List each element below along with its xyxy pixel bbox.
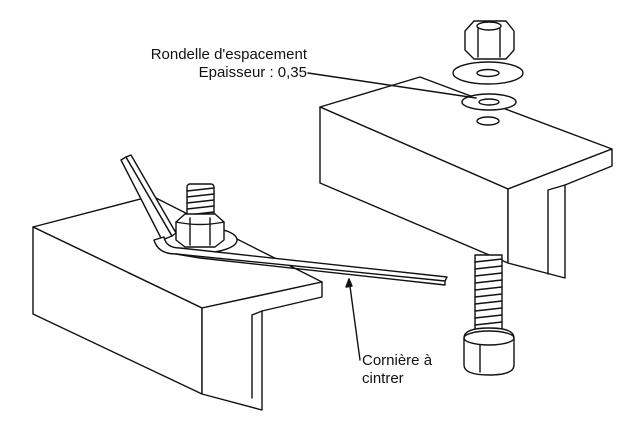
left-bolt-threads [187, 188, 214, 221]
right-nut-hole [477, 22, 501, 30]
right-screw-head [464, 328, 514, 375]
washer-leader [308, 73, 476, 98]
strip-upright-side [126, 155, 176, 236]
bending-angle-label-line2: cintrer [362, 370, 404, 387]
bent-strip [121, 155, 447, 285]
right-nut-facets [478, 29, 500, 57]
right-screw [464, 255, 514, 375]
left-nut-facets [176, 218, 224, 245]
strip-horizontal [154, 237, 447, 281]
right-washer-large-hole [477, 70, 499, 77]
angle-leader-arrow [346, 279, 352, 287]
right-screw-threads [475, 259, 502, 325]
spacer-washer-thickness-label: Epaisseur : 0,35 [198, 64, 307, 81]
block-hole [477, 117, 499, 125]
strip-horizontal-edge [176, 254, 445, 285]
left-block-edge [252, 311, 262, 398]
right-angle-block [320, 77, 612, 278]
spacer-washer-hole [479, 99, 499, 105]
right-nut [465, 21, 514, 59]
bending-angle-label: Cornière à [362, 352, 433, 369]
left-nut [176, 214, 224, 247]
right-screw-head-top [464, 331, 514, 345]
left-bolt-assembly [163, 184, 237, 253]
right-block-edge [548, 185, 565, 274]
angle-leader [349, 279, 360, 360]
spacer-washer-label: Rondelle d'espacement [150, 46, 307, 63]
leader-lines [308, 73, 476, 360]
